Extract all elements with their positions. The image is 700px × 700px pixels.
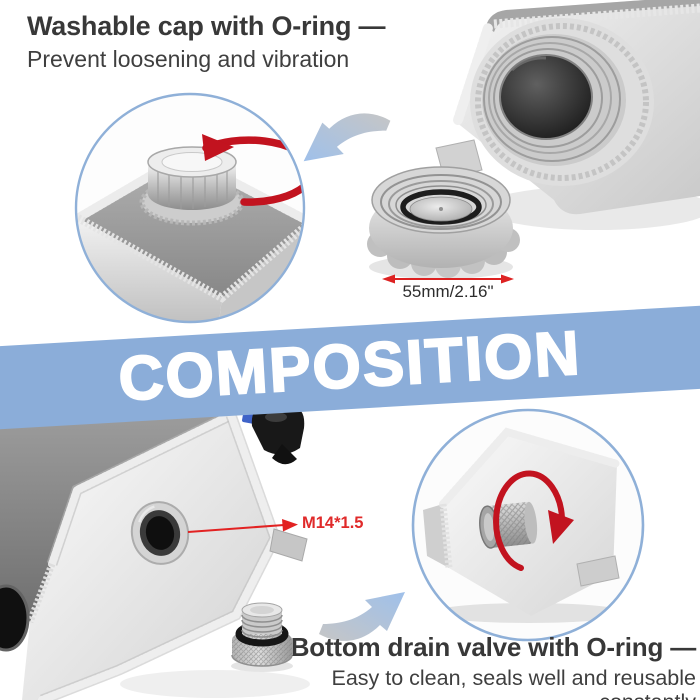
pointer-arrow-icon	[178, 516, 302, 538]
drain-thread-label: M14*1.5	[302, 514, 364, 532]
weld-bead	[38, 411, 280, 700]
o-ring	[400, 189, 482, 225]
weld-bead	[439, 503, 453, 569]
photo-drain-valve-circle	[409, 406, 647, 644]
circle-border	[411, 408, 645, 642]
weld-bead	[453, 23, 493, 125]
plug-threaded-top	[241, 602, 283, 638]
tank-top-face	[0, 386, 262, 622]
mounting-bracket	[576, 555, 620, 587]
photo-tank-bottom	[0, 386, 345, 700]
weld-bead	[76, 214, 304, 303]
weld-bead	[48, 411, 235, 568]
side-port	[0, 584, 30, 652]
swoosh-arrow-icon	[295, 101, 396, 183]
banner-title: COMPOSITION	[116, 318, 584, 416]
rotation-arrow-icon	[202, 134, 304, 206]
rotation-arrow-icon	[493, 470, 574, 571]
photo-drain-plug	[216, 584, 308, 676]
weld-bead	[439, 427, 621, 508]
photo-cap-underside	[348, 142, 534, 282]
bottom-feature-title: Bottom drain valve with O-ring —	[290, 632, 696, 662]
ground-shadow	[120, 670, 310, 698]
circle-border	[74, 92, 306, 324]
tank-top-edge	[486, 0, 700, 32]
weld-bead	[493, 3, 700, 29]
tank-top-face	[78, 156, 304, 298]
photo-cap-closeup-circle	[72, 90, 308, 326]
top-feature-text: Washable cap with O-ring — Prevent loose…	[27, 11, 457, 72]
photo-filler-neck	[412, 0, 700, 232]
threaded-neck	[470, 18, 654, 186]
swoosh-arrow-icon	[313, 572, 413, 652]
top-feature-subtitle: Prevent loosening and vibration	[27, 46, 350, 73]
cap-diameter-label: 55mm/2.16"	[402, 282, 494, 301]
bottom-feature-text: Bottom drain valve with O-ring — Easy to…	[236, 632, 696, 700]
bottom-feature-subtitle: Easy to clean, seals well and reusable c…	[331, 665, 696, 700]
mounting-bracket	[269, 528, 308, 562]
weld-bead	[26, 562, 56, 624]
dimension-arrow-icon	[381, 271, 515, 285]
top-feature-title: Washable cap with O-ring —	[27, 11, 386, 41]
drain-hole	[130, 501, 190, 565]
filler-cap	[147, 146, 237, 210]
drain-valve-plug	[479, 501, 538, 549]
